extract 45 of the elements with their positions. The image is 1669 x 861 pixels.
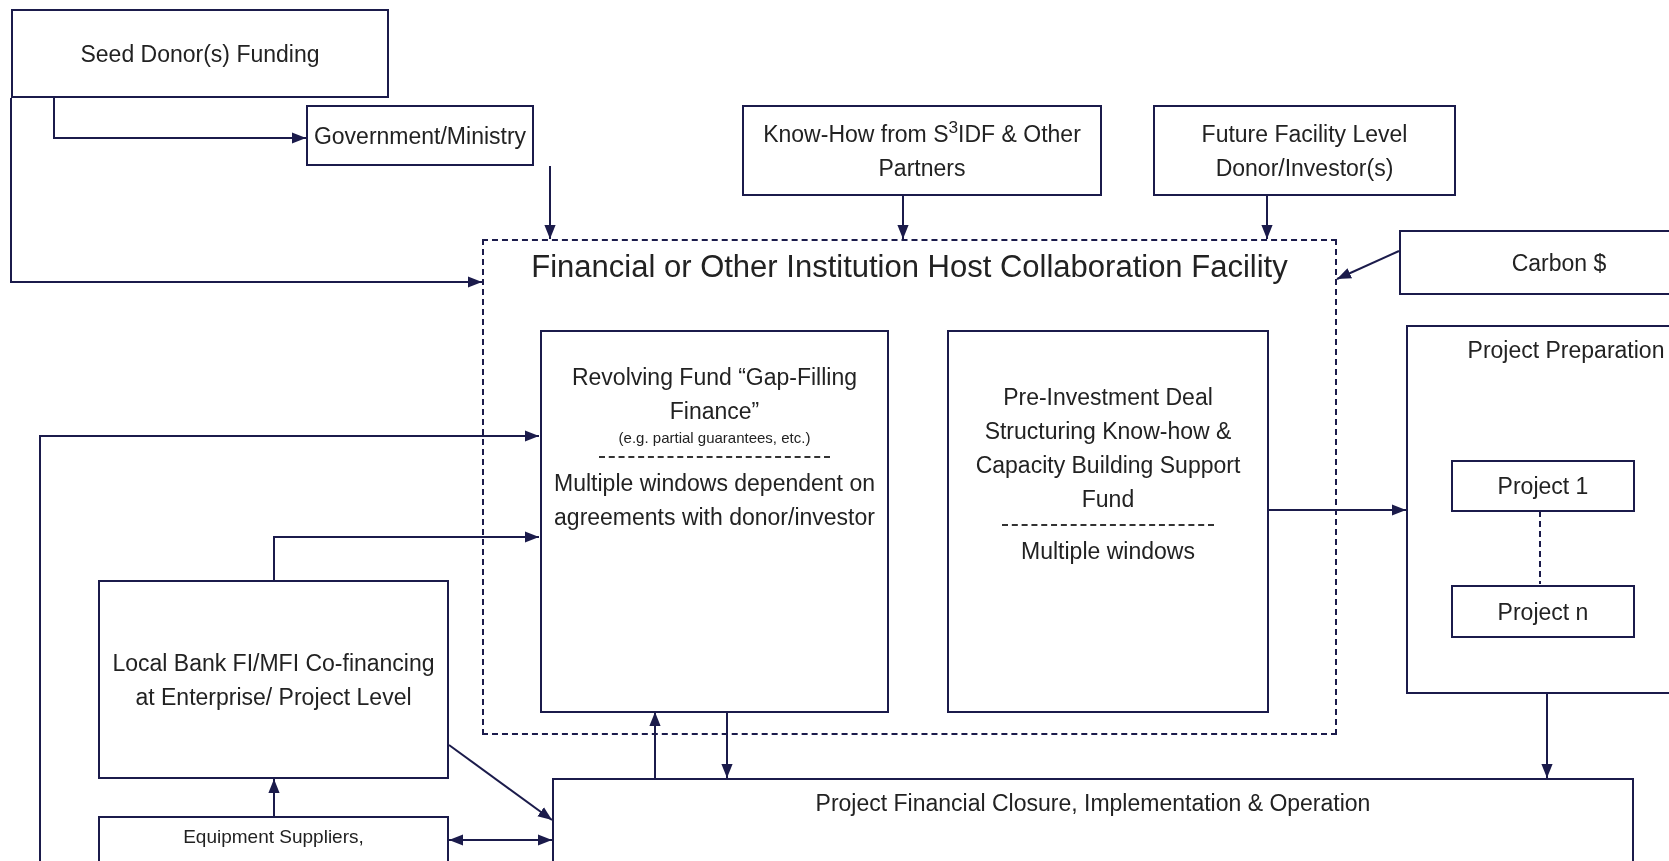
process-box — [1451, 460, 1635, 512]
arrow — [53, 97, 307, 144]
process-box — [11, 9, 389, 98]
box-title: Local Bank FI/MFI Co-financing at Enterprise/ Project Level — [111, 648, 436, 712]
process-box — [947, 330, 1269, 713]
box-title: Carbon $ — [1511, 248, 1607, 278]
process-box — [1153, 105, 1456, 196]
arrow — [10, 97, 483, 288]
arrow — [268, 778, 280, 817]
box-title: Know-How from S$^{3}$IDF & Other Partners — [762, 116, 1082, 183]
box-title: Seed Donor(s) Funding — [80, 39, 320, 69]
box-title: Future Facility Level Donor/Investor(s) — [1200, 119, 1409, 183]
arrow — [39, 430, 540, 861]
box-note: (e.g. partial guarantees, etc.) — [618, 428, 811, 448]
box-title: Project Preparation — [1467, 336, 1665, 365]
arrow — [544, 165, 556, 240]
arrow — [448, 834, 553, 846]
box-title: Project Financial Closure, Implementation & Operation — [815, 789, 1371, 818]
process-box — [540, 330, 889, 713]
arrow — [1261, 195, 1273, 240]
process-box — [1399, 230, 1669, 295]
process-box — [98, 580, 449, 779]
arrow — [897, 195, 909, 240]
box-title: Revolving Fund “Gap-Filling Finance” — [570, 363, 859, 426]
process-box — [1406, 325, 1669, 694]
facility-container — [482, 239, 1337, 735]
arrow — [273, 531, 540, 581]
connector-line — [1539, 510, 1541, 585]
arrow — [1267, 504, 1407, 516]
arrow — [721, 711, 733, 779]
box-text: Multiple windows — [1021, 537, 1195, 566]
arrow — [448, 744, 553, 821]
box-text: Multiple windows dependent on agreements with donor/investor — [553, 469, 876, 532]
process-box — [742, 105, 1102, 196]
box-title: Financial or Other Institution Host Collaboration Facility — [531, 248, 1288, 286]
arrow — [1336, 250, 1400, 280]
box-title: Government/Ministry — [313, 121, 527, 151]
box-title: Equipment Suppliers, — [183, 825, 364, 849]
box-title: Project n — [1497, 597, 1589, 627]
arrow — [1541, 693, 1553, 779]
box-title: Project 1 — [1497, 472, 1589, 501]
process-box — [306, 105, 534, 166]
arrow — [649, 711, 661, 779]
process-box — [1451, 585, 1635, 638]
box-title: Pre-Investment Deal Structuring Know-how & Capacity Building Support Fund — [974, 383, 1242, 514]
